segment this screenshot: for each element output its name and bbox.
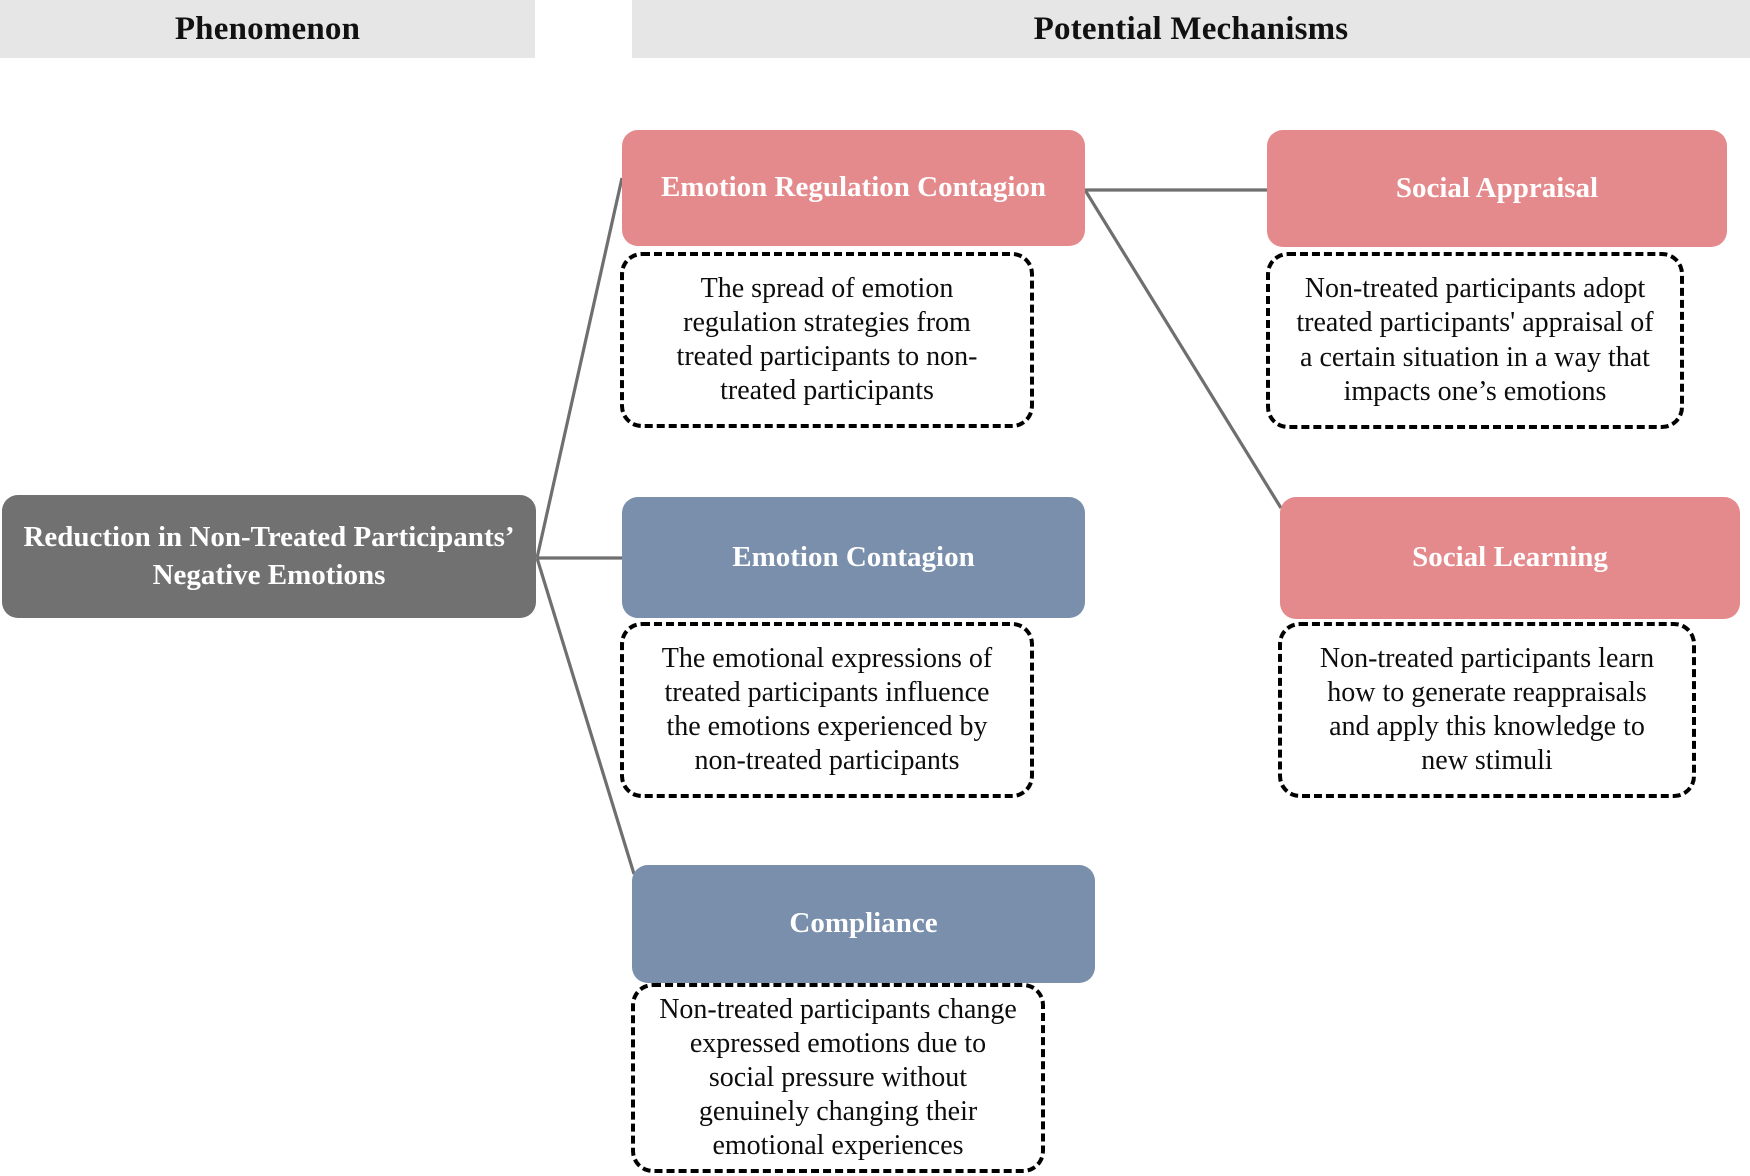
- description-emotion-regulation-contagion-text: The spread of emotion regulation strateg…: [676, 272, 978, 407]
- description-social-learning-text: Non-treated participants learn how to ge…: [1319, 642, 1655, 777]
- connector-root-to-emotion-regulation-contagion: [535, 177, 624, 559]
- node-emotion-regulation-contagion[interactable]: Emotion Regulation Contagion: [622, 130, 1085, 246]
- node-emotion-contagion-label: Emotion Contagion: [732, 540, 975, 573]
- node-emotion-contagion[interactable]: Emotion Contagion: [622, 497, 1085, 618]
- description-social-appraisal-text: Non-treated participants adopt treated p…: [1296, 273, 1654, 407]
- node-emotion-regulation-contagion-label: Emotion Regulation Contagion: [660, 171, 1047, 204]
- node-social-learning-label: Social Learning: [1412, 541, 1608, 574]
- node-compliance[interactable]: Compliance: [632, 865, 1095, 983]
- node-social-appraisal[interactable]: Social Appraisal: [1267, 130, 1727, 247]
- column-header-phenomenon-label: Phenomenon: [174, 10, 361, 47]
- node-reduction-in-non-treated-participants-negative-emotions[interactable]: Reduction in Non-Treated Participants’ N…: [2, 495, 536, 618]
- connector-emotion-regulation-contagion-to-social-learning: [1083, 189, 1283, 509]
- column-header-potential-mechanisms-label: Potential Mechanisms: [1033, 10, 1349, 47]
- description-emotion-regulation-contagion: The spread of emotion regulation strateg…: [620, 252, 1034, 428]
- description-social-appraisal: Non-treated participants adopt treated p…: [1266, 252, 1684, 429]
- column-header-potential-mechanisms: Potential Mechanisms: [632, 0, 1750, 58]
- description-social-learning: Non-treated participants learn how to ge…: [1278, 622, 1696, 798]
- description-compliance: Non-treated participants change expresse…: [631, 983, 1045, 1173]
- node-compliance-label: Compliance: [789, 907, 938, 940]
- description-emotion-contagion-text: The emotional expressions of treated par…: [661, 642, 993, 777]
- node-social-appraisal-label: Social Appraisal: [1395, 171, 1599, 204]
- description-compliance-text: Non-treated participants change expresse…: [659, 993, 1017, 1162]
- column-header-phenomenon: Phenomenon: [0, 0, 535, 58]
- node-root-label: Reduction in Non-Treated Participants’ N…: [23, 521, 515, 591]
- node-social-learning[interactable]: Social Learning: [1280, 497, 1740, 619]
- description-emotion-contagion: The emotional expressions of treated par…: [620, 622, 1034, 798]
